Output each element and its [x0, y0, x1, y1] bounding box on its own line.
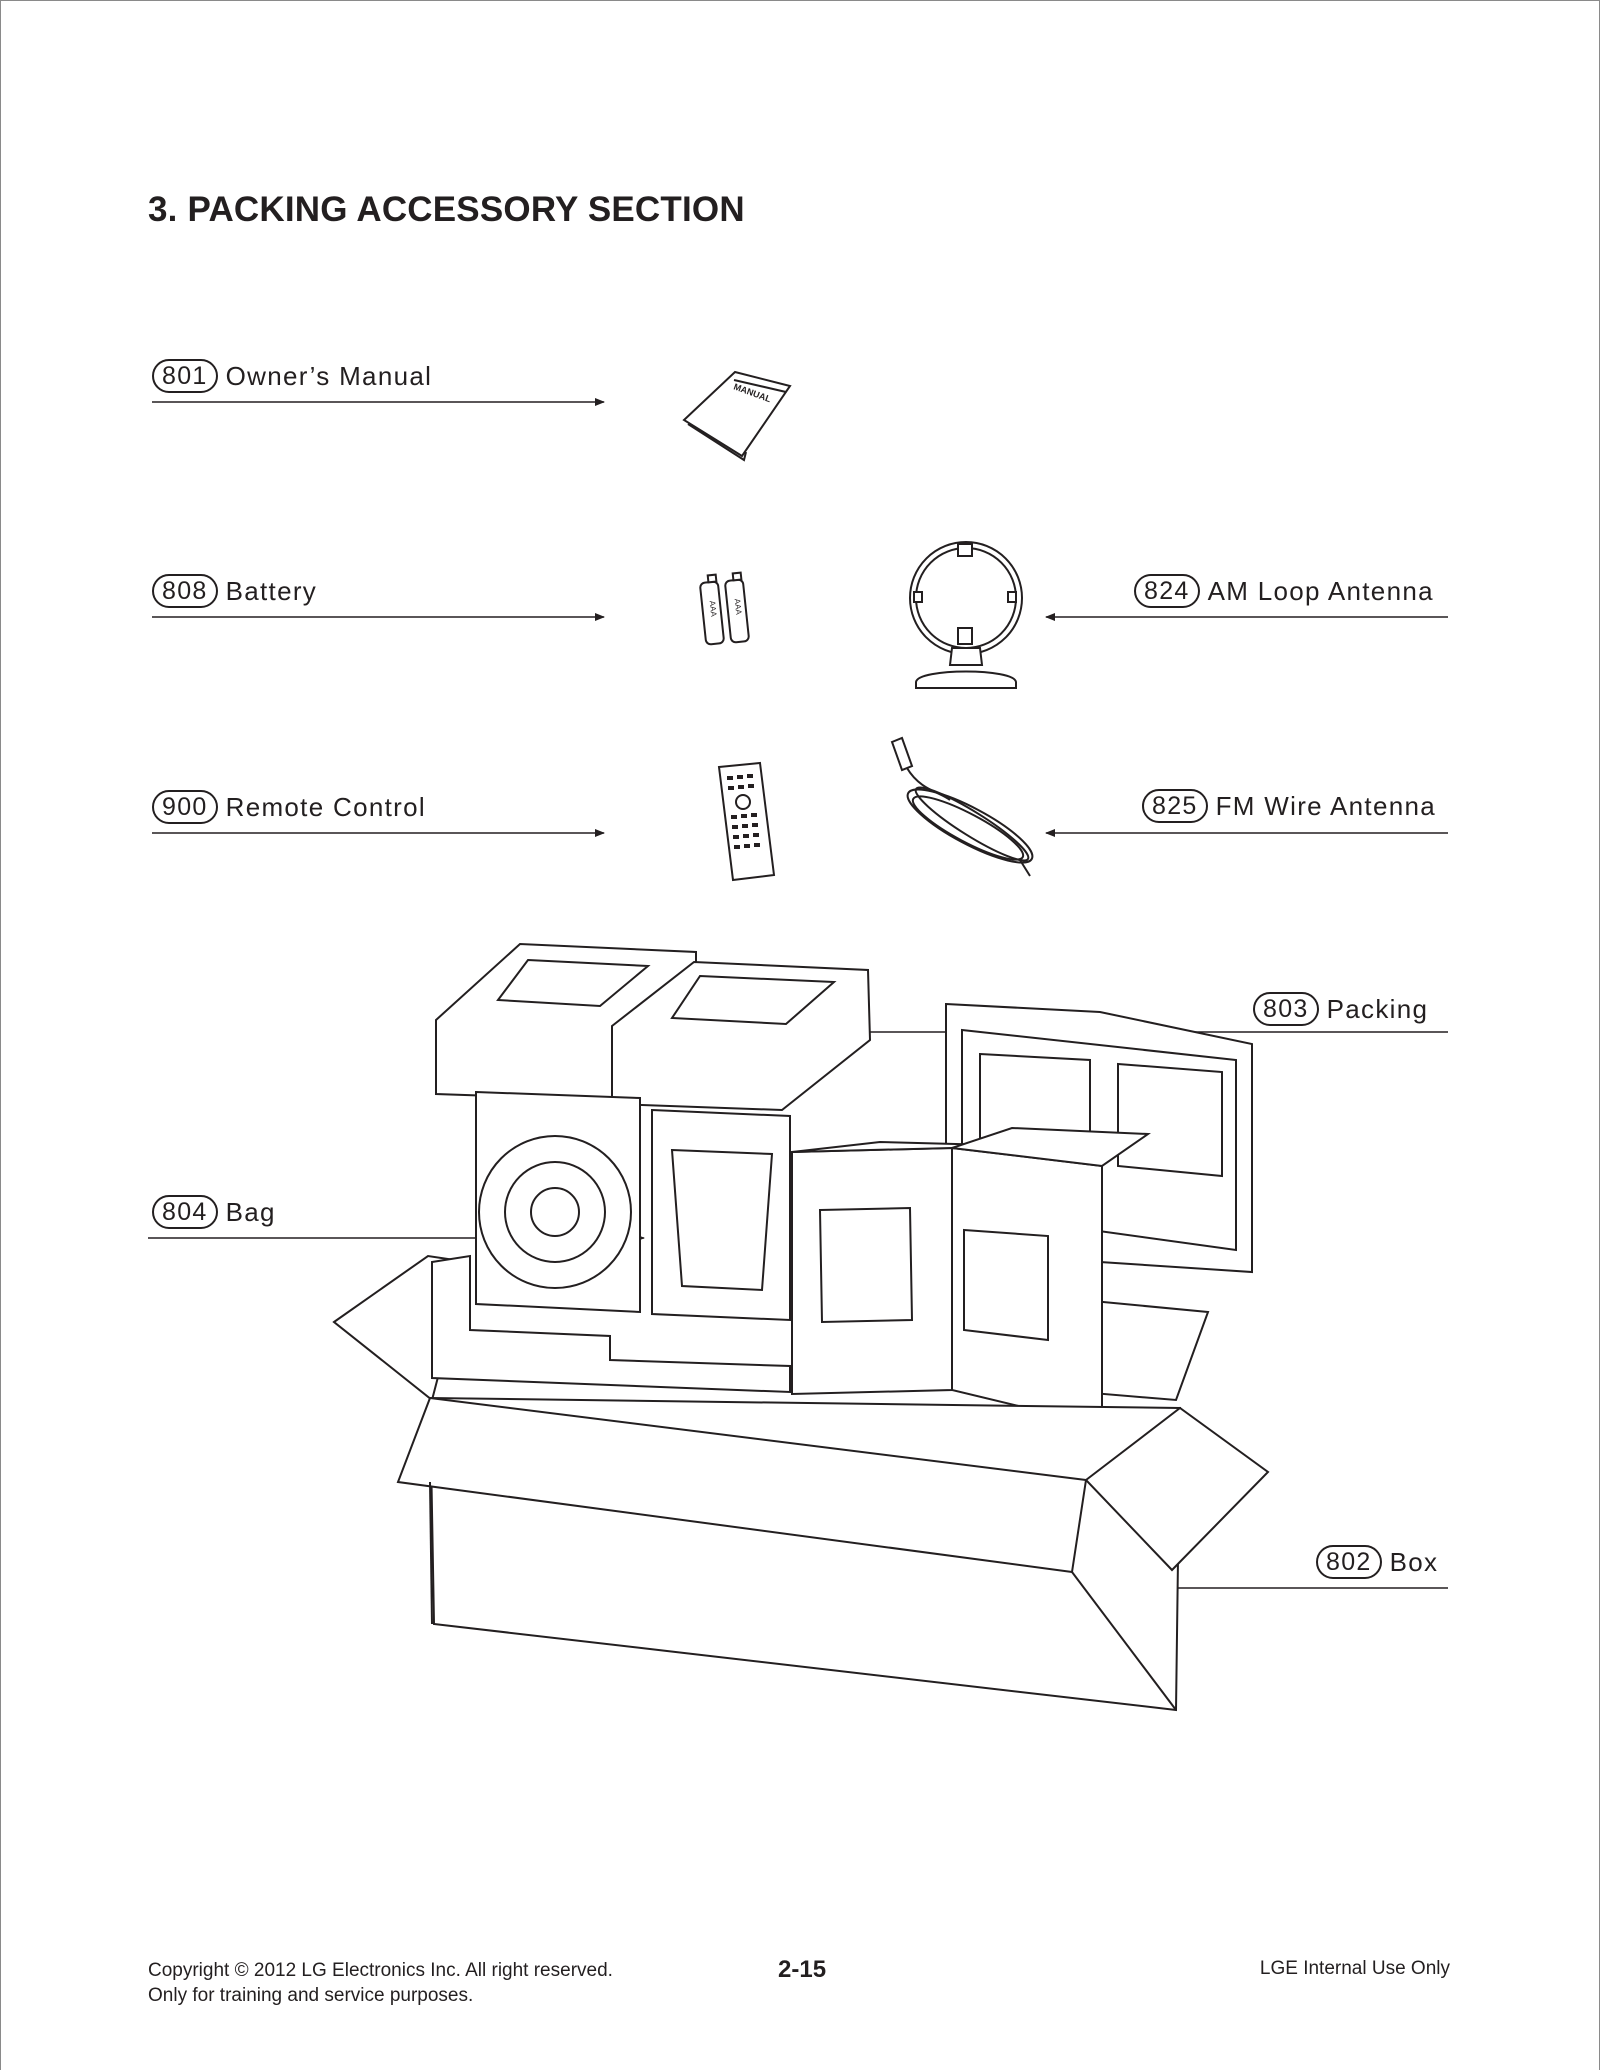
callout-804: 804 Bag	[152, 1195, 276, 1229]
callout-label: Battery	[225, 575, 318, 606]
callout-824: 824 AM Loop Antenna	[1134, 574, 1434, 608]
callout-number: 900	[152, 790, 218, 824]
callout-number: 824	[1134, 574, 1200, 608]
fm-wire-antenna-icon	[890, 736, 1034, 877]
internal-use-note: LGE Internal Use Only	[1259, 1958, 1450, 1979]
page-number: 2-15	[778, 1956, 827, 1983]
callout-label: FM Wire Antenna	[1215, 790, 1436, 821]
callout-802: 802 Box	[1316, 1545, 1438, 1579]
battery-label-text: AAA	[708, 600, 719, 618]
callout-801: 801 Owner’s Manual	[152, 359, 432, 393]
callout-number: 825	[1142, 789, 1208, 823]
callout-number: 801	[152, 359, 218, 393]
owners-manual-icon: MANUAL	[682, 370, 792, 462]
callout-number: 808	[152, 574, 218, 608]
callout-label: Owner’s Manual	[225, 360, 433, 391]
battery-icon: AAA AAA	[699, 571, 750, 646]
am-loop-antenna-icon	[909, 541, 1023, 689]
battery-label-text: AAA	[733, 598, 744, 616]
callout-number: 802	[1316, 1545, 1382, 1579]
copyright-line-2: Only for training and service purposes.	[148, 1985, 474, 2006]
callout-label: AM Loop Antenna	[1207, 575, 1434, 606]
page-title: 3. PACKING ACCESSORY SECTION	[148, 190, 745, 229]
callout-900: 900 Remote Control	[152, 790, 426, 824]
packing-box-illustration	[332, 942, 1270, 1712]
callout-number: 803	[1253, 992, 1319, 1026]
callout-825: 825 FM Wire Antenna	[1142, 789, 1436, 823]
callout-803: 803 Packing	[1253, 992, 1428, 1026]
copyright-line-1: Copyright © 2012 LG Electronics Inc. All…	[148, 1960, 613, 1981]
remote-control-icon	[717, 761, 776, 882]
callout-label: Packing	[1326, 993, 1429, 1024]
footer-copyright: Copyright © 2012 LG Electronics Inc. All…	[148, 1958, 613, 2008]
callout-808: 808 Battery	[152, 574, 317, 608]
callout-number: 804	[152, 1195, 218, 1229]
callout-label: Remote Control	[225, 791, 426, 822]
callout-label: Box	[1389, 1546, 1439, 1577]
callout-label: Bag	[225, 1196, 276, 1227]
